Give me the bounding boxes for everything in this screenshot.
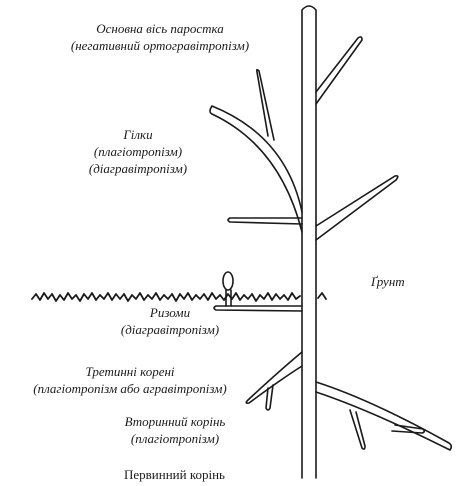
tertiary-root-right-1 bbox=[349, 409, 366, 450]
rhizome-bud bbox=[222, 271, 234, 291]
shoot-axis-label: Основна вісь паростка (негативний ортогр… bbox=[70, 21, 250, 53]
branch-upper-right bbox=[315, 36, 363, 105]
branch-left-twig bbox=[255, 68, 275, 141]
rhizome bbox=[213, 305, 303, 312]
tertiary-roots-label: Третинні корені (плагіотропізм або аграв… bbox=[33, 364, 227, 396]
soil-surface-right bbox=[317, 292, 327, 300]
secondary-root-label: Вторинний корінь (плагіотропізм) bbox=[124, 414, 226, 446]
soil-label: Ґрунт bbox=[371, 274, 405, 289]
tertiary-root-right-2 bbox=[391, 424, 426, 434]
tertiary-root-left bbox=[265, 384, 274, 411]
secondary-root-right bbox=[315, 381, 453, 451]
branch-horizontal bbox=[227, 217, 303, 225]
branch-left bbox=[209, 105, 303, 233]
primary-root-label: Первинний корінь bbox=[124, 467, 225, 482]
main-shoot-axis bbox=[301, 5, 317, 479]
rhizomes-label: Ризоми (діагравітропізм) bbox=[120, 305, 220, 337]
soil-surface bbox=[31, 292, 301, 302]
branch-lower-right bbox=[315, 175, 399, 241]
secondary-root-left bbox=[245, 351, 303, 404]
branches-label: Гілки (плагіотропізм) (діагравітропізм) bbox=[88, 127, 188, 176]
rhizome-shoot bbox=[225, 289, 232, 307]
